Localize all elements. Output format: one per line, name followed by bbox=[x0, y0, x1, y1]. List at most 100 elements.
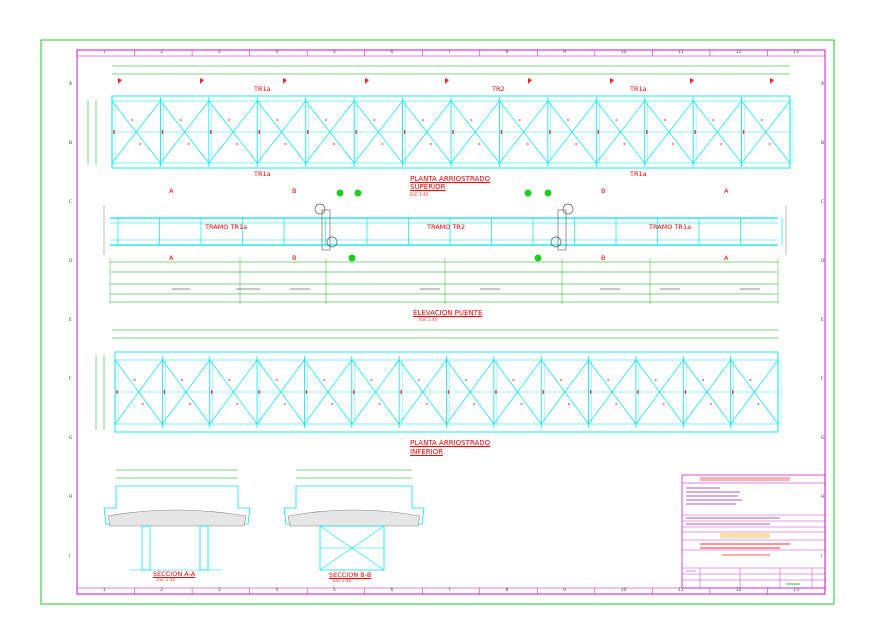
tramo-label-right: TRAMO TR1a bbox=[649, 223, 692, 231]
span-label-tr1a-upper-right: TR1a bbox=[630, 85, 647, 93]
elevation-title: ELEVACION PUENTE bbox=[413, 309, 483, 317]
section-flag bbox=[610, 78, 614, 84]
upper-bracing-plan bbox=[87, 65, 794, 169]
section-flag bbox=[365, 78, 369, 84]
grid-row-label-right: H bbox=[821, 495, 825, 501]
section-aa-scale: ESC 1:40 bbox=[157, 577, 176, 582]
grid-column-label-top: 13 bbox=[793, 50, 799, 55]
span-label-tr1a-upper-left: TR1a bbox=[254, 85, 271, 93]
section-flag bbox=[118, 78, 122, 84]
title-block-text-lines bbox=[686, 487, 800, 585]
truss-diagonal bbox=[353, 100, 403, 164]
section-bb-scale: ESC 1:40 bbox=[333, 578, 352, 583]
truss-diagonal bbox=[540, 359, 589, 425]
truss-diagonal bbox=[304, 359, 353, 425]
tramo-label-left: TRAMO TR1a bbox=[205, 223, 248, 231]
truss-diagonal bbox=[162, 359, 210, 425]
truss-diagonal bbox=[683, 359, 731, 425]
truss-diagonal bbox=[730, 359, 779, 425]
truss-diagonal bbox=[209, 359, 258, 425]
cut-mark-b-bottom-left: B bbox=[292, 254, 297, 262]
cut-mark-a-bottom-left: A bbox=[169, 254, 174, 262]
section-a-a-drawing bbox=[103, 469, 251, 571]
section-flag bbox=[690, 78, 694, 84]
truss-diagonal bbox=[493, 359, 542, 425]
grid-column-label-top: 10 bbox=[620, 50, 627, 55]
grid-column-label-bottom: 3 bbox=[217, 588, 221, 593]
lower-plan-title: PLANTA ARRIOSTRADO bbox=[410, 439, 491, 447]
truss-diagonal bbox=[635, 359, 684, 425]
grid-column-label-bottom: 9 bbox=[563, 588, 566, 593]
grid-row-label-right: E bbox=[821, 318, 824, 323]
truss-diagonal bbox=[499, 100, 549, 164]
truss-diagonal bbox=[208, 100, 258, 164]
grid-column-label-top: 2 bbox=[160, 50, 164, 55]
truss-diagonal bbox=[351, 359, 400, 425]
grid-column-label-top: 8 bbox=[505, 50, 509, 55]
grid-row-label-right: B bbox=[821, 140, 825, 146]
grid-column-label-top: 6 bbox=[390, 50, 394, 55]
section-flag bbox=[200, 78, 204, 84]
span-label-tr2-upper: TR2 bbox=[492, 85, 505, 93]
upper-plan-title: PLANTA ARRIOSTRADO bbox=[410, 175, 491, 183]
grid-column-label-bottom: 10 bbox=[620, 588, 627, 593]
section-flag bbox=[445, 78, 449, 84]
cut-mark-a-bottom-right: A bbox=[724, 254, 729, 262]
elevation-posts bbox=[117, 209, 783, 251]
grid-column-label-bottom: 8 bbox=[505, 588, 509, 593]
grid-column-label-top: 9 bbox=[563, 50, 566, 55]
grid-band-bottom bbox=[76, 587, 826, 595]
bridge-elevation bbox=[103, 189, 787, 304]
grid-row-label-left: C bbox=[69, 199, 73, 205]
grid-row-label-right: G bbox=[821, 436, 825, 442]
section-bb-title: SECCION B-B bbox=[329, 571, 372, 579]
tramo-label-center: TRAMO TR2 bbox=[427, 223, 466, 231]
grid-row-label-left: D bbox=[69, 258, 73, 264]
pier-joint bbox=[321, 209, 331, 251]
truss-diagonal bbox=[160, 100, 210, 164]
grid-column-label-top: 11 bbox=[678, 50, 684, 55]
truss-diagonal bbox=[450, 100, 500, 164]
grid-row-label-right: C bbox=[821, 199, 825, 205]
grid-row-label-right: D bbox=[821, 258, 825, 264]
truss-diagonal bbox=[256, 359, 305, 425]
grid-column-label-top: 3 bbox=[217, 50, 221, 55]
grid-row-label-left: E bbox=[69, 318, 72, 323]
grid-column-label-bottom: 1 bbox=[102, 588, 106, 593]
grid-row-label-left: G bbox=[69, 436, 73, 442]
truss-diagonal bbox=[588, 359, 637, 425]
grid-column-label-bottom: 11 bbox=[678, 588, 684, 593]
cut-mark-b-top-left: B bbox=[292, 187, 297, 195]
truss-diagonal bbox=[446, 359, 495, 425]
cut-mark-b-top-right: B bbox=[601, 187, 606, 195]
grid-column-label-top: 12 bbox=[735, 50, 742, 55]
grid-row-label-left: H bbox=[69, 495, 73, 501]
grid-row-label-left: A bbox=[69, 81, 73, 87]
truss-diagonal bbox=[305, 100, 355, 164]
grid-column-label-bottom: 2 bbox=[160, 588, 164, 593]
upper-plan-scale: ESC 1:40 bbox=[410, 192, 429, 197]
upper-plan-subtitle: SUPERIOR bbox=[410, 183, 446, 191]
grid-column-label-bottom: 7 bbox=[448, 588, 451, 593]
elevation-scale: ESC 1:40 bbox=[419, 317, 438, 322]
truss-diagonal bbox=[644, 100, 694, 164]
span-label-tr1a-bottom-left: TR1a bbox=[254, 170, 271, 178]
grid-column-label-top: 4 bbox=[275, 50, 279, 55]
section-flag bbox=[283, 78, 287, 84]
grid-column-label-top: 7 bbox=[448, 50, 451, 55]
grid-column-label-bottom: 5 bbox=[332, 588, 336, 593]
cut-mark-a-top-right: A bbox=[724, 187, 729, 195]
cut-mark-b-bottom-right: B bbox=[601, 254, 606, 262]
grid-row-label-left: F bbox=[69, 377, 72, 383]
lower-truss-members bbox=[114, 356, 782, 428]
outer-frame bbox=[40, 39, 835, 605]
pier-joint bbox=[557, 209, 567, 251]
upper-truss-members bbox=[111, 78, 794, 167]
title-block bbox=[681, 474, 826, 589]
grid-column-label-top: 5 bbox=[332, 50, 336, 55]
grid-row-label-right: A bbox=[821, 81, 825, 87]
grid-column-label-bottom: 6 bbox=[390, 588, 394, 593]
truss-diagonal bbox=[741, 100, 791, 164]
elevation-dimension-lines bbox=[109, 258, 779, 304]
